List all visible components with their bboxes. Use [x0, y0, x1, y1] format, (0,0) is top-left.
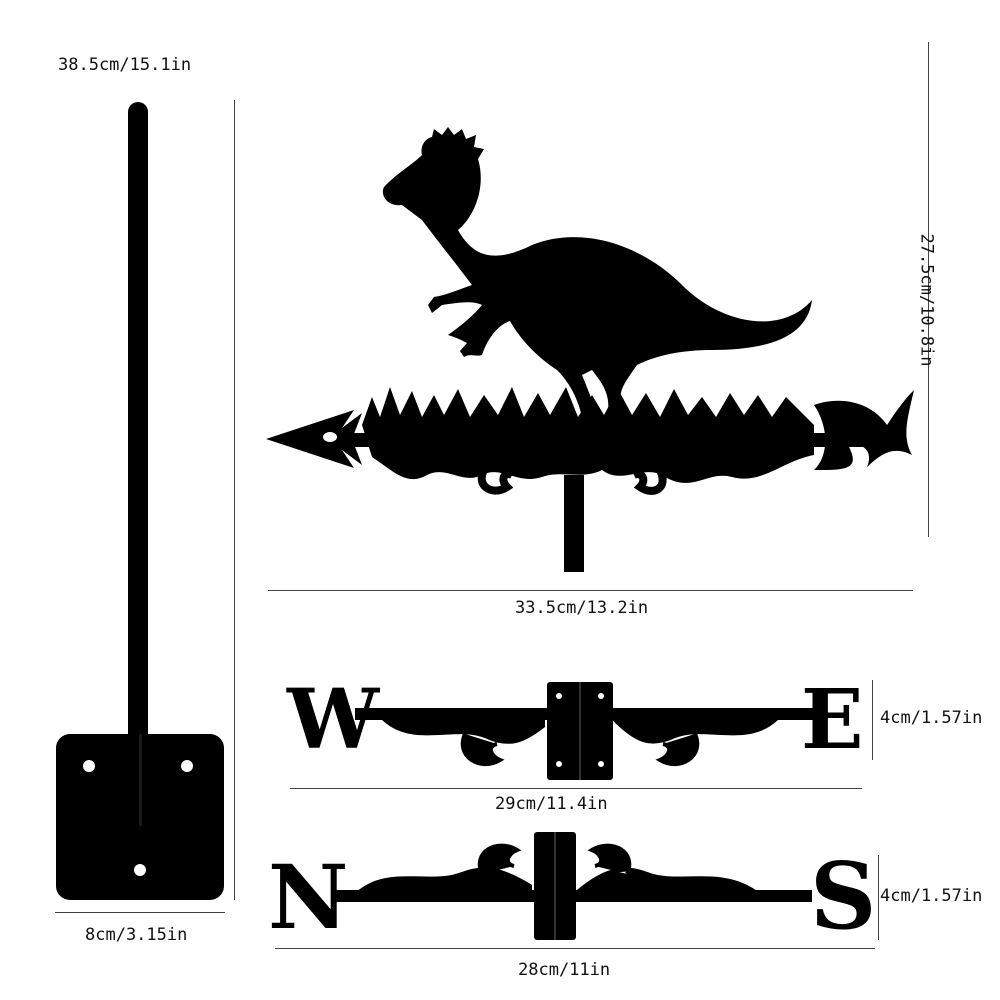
- base-width-dimension-line: [55, 912, 225, 913]
- vane-height-dimension-line: [928, 42, 929, 537]
- we-filigree-left: [379, 718, 545, 767]
- ns-filigree-right: [574, 843, 759, 892]
- scroll-left: [477, 462, 514, 495]
- we-filigree-right: [610, 718, 781, 767]
- we-width-dimension-line: [290, 788, 862, 789]
- base-width-label: 8cm/3.15in: [85, 925, 188, 945]
- pole-height-label: 38.5cm/15.1in: [58, 55, 192, 75]
- arrow-tail: [814, 390, 914, 470]
- dinosaur-silhouette: [382, 127, 812, 417]
- vane-height-label: 27.5cm/10.8in: [916, 233, 937, 367]
- east-letter: E: [801, 672, 864, 768]
- pole-with-base-plate: [56, 102, 224, 900]
- south-letter: S: [810, 842, 877, 950]
- we-direction-arm: [355, 682, 815, 780]
- vane-width-label: 33.5cm/13.2in: [515, 598, 649, 618]
- pole-height-dimension-line: [234, 100, 235, 900]
- scroll-right: [632, 462, 667, 495]
- north-letter: N: [268, 845, 349, 949]
- we-height-dimension-line: [872, 680, 873, 760]
- ns-filigree-left: [355, 843, 532, 892]
- mount-hole-right: [181, 760, 193, 772]
- we-height-label: 4cm/1.57in: [880, 708, 983, 728]
- vane-pole-stub: [564, 475, 584, 572]
- mount-hole-bottom: [134, 864, 146, 876]
- mount-hole-left: [83, 760, 95, 772]
- vane-width-dimension-line: [268, 590, 913, 591]
- we-width-label: 29cm/11.4in: [495, 794, 608, 814]
- ns-direction-arm: [332, 832, 812, 940]
- ns-width-dimension-line: [275, 948, 875, 949]
- grass-base: [362, 387, 814, 483]
- dinosaur-weathervane: [266, 127, 914, 572]
- ns-height-dimension-line: [878, 855, 879, 940]
- west-letter: W: [287, 672, 380, 768]
- ns-height-label: 4cm/1.57in: [880, 886, 983, 906]
- pole-rod: [128, 102, 148, 832]
- arrow-head: [266, 410, 362, 468]
- ns-width-label: 28cm/11in: [518, 960, 611, 980]
